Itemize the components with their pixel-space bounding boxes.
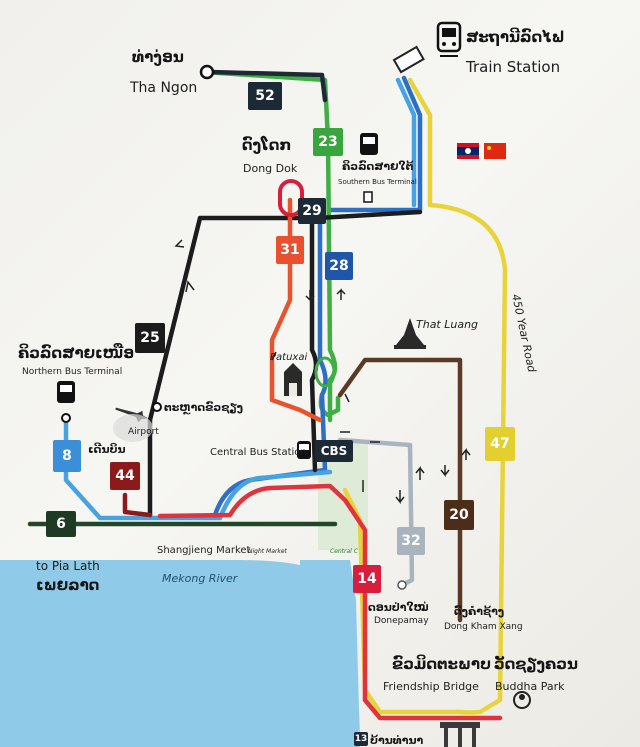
route-number: 20 xyxy=(449,507,469,523)
northern-stop[interactable] xyxy=(61,413,71,423)
label-airport: Airport xyxy=(128,427,159,437)
label-night-market: Night Market xyxy=(248,548,288,555)
train-icon xyxy=(436,21,462,57)
river-channel xyxy=(300,560,360,747)
route-52 xyxy=(207,69,328,103)
airport-junction xyxy=(152,402,162,412)
label-friendship: Friendship Bridge xyxy=(383,680,479,693)
route-number: 47 xyxy=(490,436,509,452)
label-donepamay-lao: ດອນປ່າໃໝ່ xyxy=(368,601,429,614)
route-number: 6 xyxy=(56,516,66,532)
label-friendship-lao: ຂົວມິດຕະພາບ xyxy=(392,653,491,673)
label-buddha-lao: ວັດຊຽງຄວນ xyxy=(494,654,578,674)
route-yellow xyxy=(342,77,508,715)
route-black-down xyxy=(309,212,319,473)
label-northern-lao: ຄິວລົດສາຍເໜືອ xyxy=(18,341,134,362)
route-number: 29 xyxy=(302,203,321,219)
route-badge-20[interactable]: 20 xyxy=(444,500,474,530)
route-green xyxy=(202,69,338,423)
donepamay-stop xyxy=(397,580,407,590)
route-badge-32[interactable]: 32 xyxy=(397,527,425,555)
route-lightblue-train xyxy=(395,77,417,208)
route-number: 44 xyxy=(115,468,135,484)
route-number: 32 xyxy=(401,533,420,549)
stupa-icon xyxy=(394,318,426,349)
route-number: 28 xyxy=(329,258,348,274)
laos-flag-icon xyxy=(457,143,479,159)
airport-zone xyxy=(113,414,153,442)
label-patuxai: Patuxai xyxy=(270,352,307,363)
china-flag-icon xyxy=(484,143,506,159)
label-dong-dok: Dong Dok xyxy=(243,162,298,175)
bus-icon xyxy=(57,381,75,403)
train-station-marker[interactable] xyxy=(392,45,425,74)
route-badge-25[interactable]: 25 xyxy=(135,323,165,353)
bus-icon xyxy=(360,133,378,155)
route-number: 14 xyxy=(357,571,377,587)
mekong-river xyxy=(0,560,360,747)
label-pia-lath-lao: ເພຍລາດ xyxy=(36,576,99,594)
label-shangjieng: Shangjieng Market xyxy=(157,545,251,556)
cbs-badge[interactable]: CBS xyxy=(315,440,353,462)
label-dong-kham-xang-lao: ດົງຄຳຊ້າງ xyxy=(454,604,504,618)
label-train-lao: ສະຖານີລົດໄຟ xyxy=(466,26,565,46)
label-train-station: Train Station xyxy=(465,58,560,76)
label-bottom-lao: ບ້ານທ່ານາ xyxy=(370,734,423,747)
route-badge-28[interactable]: 28 xyxy=(325,252,353,280)
label-donepamay: Donepamay xyxy=(374,616,429,626)
route-orange xyxy=(269,197,323,423)
route-badge-47[interactable]: 47 xyxy=(485,427,515,461)
direction-arrows xyxy=(174,239,471,505)
label-northern: Northern Bus Terminal xyxy=(22,367,122,377)
route-44 xyxy=(122,492,153,518)
label-market-lao: ຕະຫຼາດຂົວຊຽງ xyxy=(164,400,243,414)
label-central-c: Central C xyxy=(330,548,359,555)
label-pia-lath: to Pia Lath xyxy=(36,559,100,573)
route-number: 25 xyxy=(140,330,159,346)
label-southern: Southern Bus Terminal xyxy=(338,178,417,186)
route-lightblue xyxy=(63,417,333,521)
label-tha-ngon-lao: ທ່າງ່ອນ xyxy=(132,48,184,66)
route-blue-train xyxy=(327,75,423,213)
patuxai-loop xyxy=(314,356,336,388)
route-brown xyxy=(337,357,463,623)
label-tha-ngon: Tha Ngon xyxy=(129,80,197,96)
route-badge-44[interactable]: 44 xyxy=(110,462,140,490)
route-badge-6[interactable]: 6 xyxy=(46,511,76,537)
route-black xyxy=(147,209,423,518)
route-badge-14[interactable]: 14 xyxy=(353,565,381,593)
label-southern-lao: ຄິວລົດສາຍໃຕ້ xyxy=(342,159,414,173)
label-central-bus: Central Bus Station xyxy=(210,447,307,458)
label-airport-lao: ເດີນບິນ xyxy=(88,442,126,456)
label-mekong: Mekong River xyxy=(162,572,239,585)
bus-icon xyxy=(297,441,311,459)
route-badge-52[interactable]: 52 xyxy=(248,82,282,110)
label-buddha: Buddha Park xyxy=(495,680,565,693)
arch-icon xyxy=(284,363,302,396)
label-450-road: 450 Year Road xyxy=(509,293,538,375)
route-badge-31[interactable]: 31 xyxy=(276,236,304,264)
label-that-luang: That Luang xyxy=(416,318,478,331)
friendship-bridge-structure xyxy=(440,722,480,747)
route-badge-8[interactable]: 8 xyxy=(53,440,81,472)
label-dong-kham-xang: Dong Kham Xang xyxy=(444,622,523,632)
route-badge-29[interactable]: 29 xyxy=(298,198,326,224)
route-red xyxy=(157,483,503,721)
route-number: 31 xyxy=(280,242,299,258)
tha-ngon-stop[interactable] xyxy=(199,64,215,80)
route-blue xyxy=(212,212,328,518)
route-number: 23 xyxy=(318,134,337,150)
route-number: 8 xyxy=(62,448,72,464)
route-badge-13[interactable]: 13 xyxy=(354,732,368,746)
route-badge-23[interactable]: 23 xyxy=(313,128,343,156)
route-number: 52 xyxy=(255,88,274,104)
cbs-label: CBS xyxy=(321,444,348,458)
route-number: 13 xyxy=(355,734,368,744)
southern-stop[interactable] xyxy=(363,191,373,203)
label-dong-dok-lao: ດົງໂດກ xyxy=(242,135,291,154)
buddha-icon xyxy=(513,691,531,709)
